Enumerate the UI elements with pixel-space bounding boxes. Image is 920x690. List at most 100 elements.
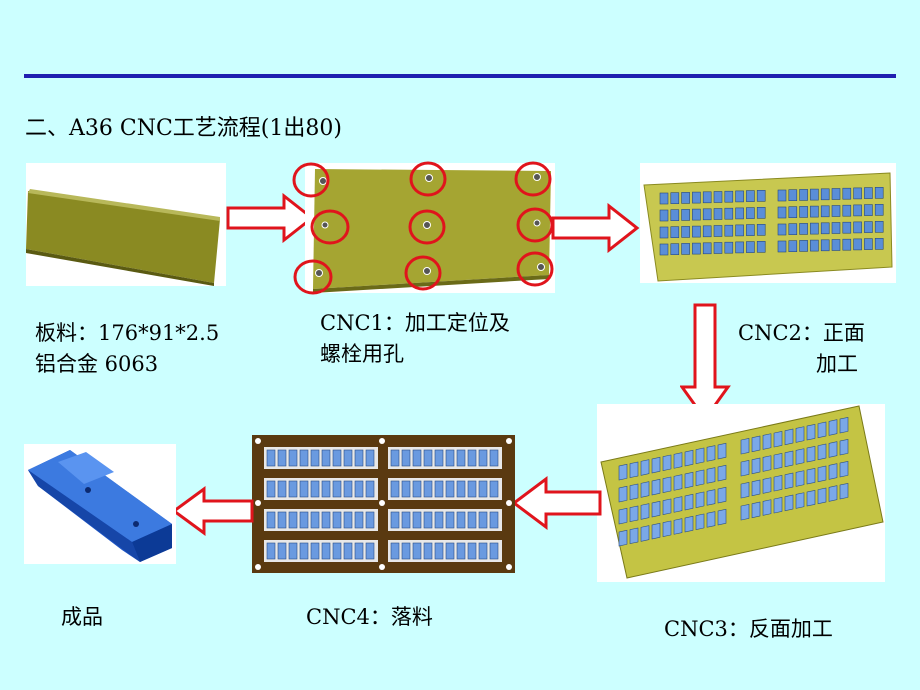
pocket-cell [456,480,466,498]
pocket-cell [456,449,466,467]
pocket-cell [434,480,444,498]
pocket-cell [478,511,488,529]
pocket-cell [788,223,798,236]
pocket-cell [864,238,873,250]
pocket-cell [445,542,455,560]
pocket-cell [640,525,650,542]
pocket-cell [740,504,750,521]
pocket-cell [354,480,364,498]
pocket-cell [332,480,342,498]
pocket-cell [662,454,672,472]
pocket-cell [692,208,701,221]
pocket-cell [423,542,433,560]
pocket-cell [618,485,628,503]
pocket-cell [332,449,342,467]
pocket-cell [423,480,433,498]
blank-label: 板料：176*91*2.5 铝合金 6063 [35,318,219,380]
pocket-cell [746,207,755,219]
pocket-cell [762,433,772,450]
pocket-cell [874,186,884,199]
pocket-cell [795,426,805,443]
pocket-cell [423,449,433,467]
pocket-cell [713,225,723,237]
pocket-cell [412,449,422,467]
pocket-cell [299,511,309,529]
pocket-cell [673,474,683,491]
pocket-cell [874,220,884,233]
pocket-cell [773,430,783,448]
pocket-cell [277,511,287,529]
pocket-cell [659,209,669,222]
pocket-cell [799,240,808,252]
pocket-cell [467,480,477,498]
cnc1-label-line1: CNC1：加工定位及 [320,311,510,335]
pocket-cell [445,511,455,529]
pocket-cell [724,207,734,220]
pocket-cell [756,206,766,219]
pocket-cell [684,471,694,489]
pocket-cell [784,494,794,512]
pocket-cell [354,511,364,529]
pocket-cell [777,189,787,202]
pocket-cell [681,226,690,238]
cnc1-label-line2: 螺栓用孔 [320,342,404,366]
pocket-cell [489,449,499,467]
pocket-cell [806,467,816,485]
finished-label: 成品 [61,605,103,629]
hole-marker-circle [514,161,552,197]
pocket-cell [853,187,862,200]
pocket-cell [659,192,669,205]
pocket-cell [266,511,276,529]
pocket-cell [842,204,852,217]
pocket-cell [277,480,287,498]
pocket-cell [456,511,466,529]
pocket-cell [717,486,727,504]
pocket-cell [788,206,798,219]
pocket-cell [434,542,444,560]
pocket-cell [717,508,727,526]
pocket-cell [762,499,772,516]
pocket-cell [618,463,628,481]
pocket-cell [401,449,411,467]
pocket-cell [412,480,422,498]
pocket-cell [321,542,331,560]
pocket-cell [784,428,794,446]
pocket-cell [702,191,712,204]
pocket-cell [390,449,400,467]
pocket-cell [299,542,309,560]
pocket-cell [839,482,849,500]
pocket-cell [828,485,838,502]
pocket-cell [673,518,683,535]
pocket-cell [713,191,723,203]
pocket-cell [806,423,816,441]
pocket-cell [618,529,628,547]
pocket-cell [310,480,320,498]
pocket-cell [751,457,761,475]
pocket-cell [266,542,276,560]
pocket-cell [695,469,705,486]
pocket-cell [773,496,783,514]
pocket-cell [839,438,849,456]
pocket-cell [651,522,661,540]
pocket-cell [401,480,411,498]
finished-part-image [24,444,176,564]
pocket-cell [489,480,499,498]
pocket-cell [445,480,455,498]
pocket-cell [673,496,683,513]
pocket-cell [310,449,320,467]
pocket-cell [828,419,838,436]
cnc2-label-line1: CNC2：正面 [738,321,865,345]
pocket-cell [640,459,650,476]
pocket-cell [831,222,841,234]
cnc3-label: CNC3：反面加工 [664,617,833,641]
pocket-cell [354,542,364,560]
pocket-cell [831,205,841,217]
pocket-cell [692,242,701,255]
cnc1-label: CNC1：加工定位及 螺栓用孔 [320,308,510,370]
pocket-cell [618,507,628,525]
pocket-cell [773,452,783,470]
pocket-cell [321,480,331,498]
pocket-cell [673,452,683,469]
pocket-cell [810,239,819,252]
pocket-cell [784,472,794,490]
